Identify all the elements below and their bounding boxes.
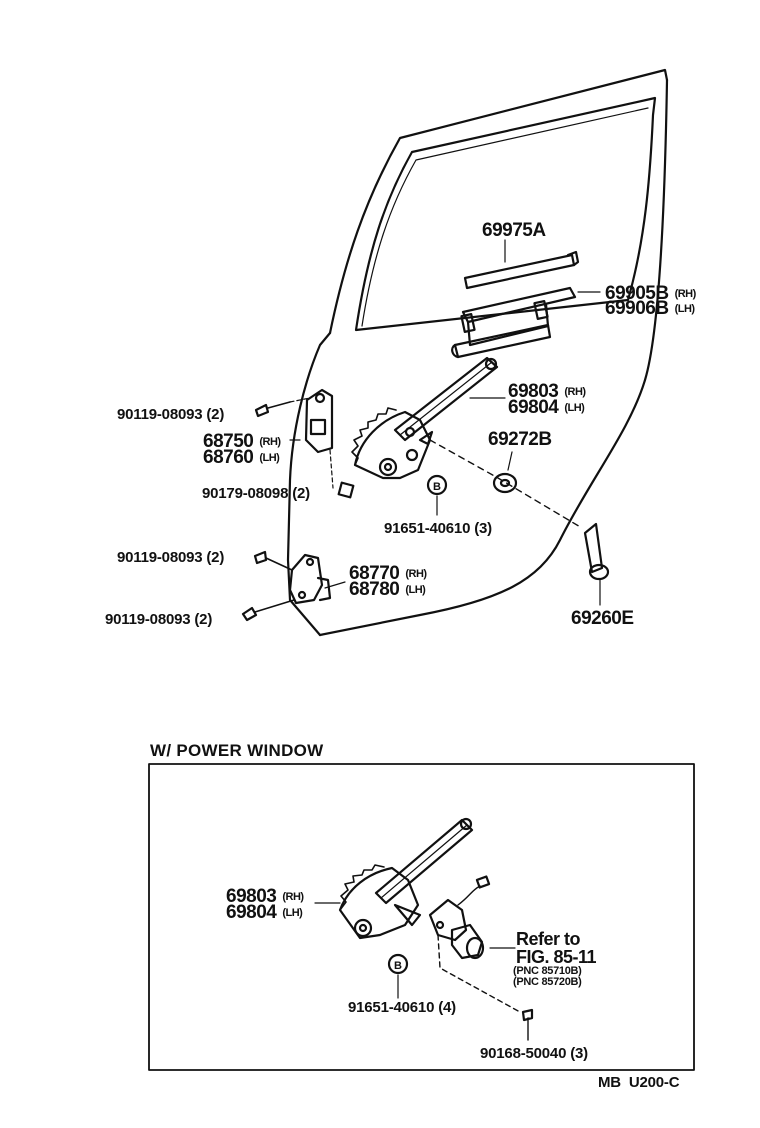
- label-lower-hinge-rh: 68770(RH): [349, 563, 427, 584]
- label-hinge-bolt-upper: 90119-08093(2): [117, 406, 225, 423]
- label-power-regulator-lh: 69804(LH): [226, 902, 303, 923]
- label-handle-plate: 69272B: [488, 429, 552, 450]
- run-channel: [451, 286, 601, 359]
- label-run-channel-lh: 69906B(LH): [605, 298, 695, 319]
- hinge-bolt-upper: [254, 397, 311, 418]
- label-hinge-nut: 90179-08098(2): [202, 485, 310, 502]
- power-window-motor: [428, 875, 516, 960]
- hinge-bolt-mid: [253, 550, 293, 571]
- section-title: W/ POWER WINDOW: [150, 741, 324, 760]
- window-regulator-manual: [351, 356, 506, 480]
- label-power-regulator-rh: 69803(RH): [226, 886, 304, 907]
- power-regulator-bolt-marker: [387, 953, 409, 999]
- hinge-nut: [329, 449, 355, 499]
- footer-code: MB U200-C: [598, 1074, 680, 1091]
- label-regulator-bolt: 91651-40610(3): [384, 520, 492, 537]
- label-pnc-1: (PNC 85710B): [513, 965, 582, 977]
- label-lower-hinge-lh: 68780(LH): [349, 579, 426, 600]
- handle-plate: [492, 451, 518, 494]
- label-hinge-bolt-lower: 90119-08093(2): [105, 611, 213, 628]
- regulator-bolt-marker: [426, 474, 448, 516]
- door-outline: [286, 68, 669, 637]
- label-regulator-lh: 69804(LH): [508, 397, 585, 418]
- lower-hinge: [288, 553, 346, 605]
- b-marker-upper: B: [433, 481, 441, 493]
- hinge-bolt-lower: [241, 599, 295, 622]
- label-power-regulator-bolt: 91651-40610(4): [348, 999, 456, 1016]
- label-upper-hinge-rh: 68750(RH): [203, 431, 281, 452]
- label-pnc-2: (PNC 85720B): [513, 976, 582, 988]
- label-run-channel-rh: 69905B(RH): [605, 283, 696, 304]
- label-division-bar: 69975A: [482, 220, 546, 241]
- label-refer-to: Refer to: [516, 929, 581, 949]
- label-regulator-rh: 69803(RH): [508, 381, 586, 402]
- b-marker-lower: B: [394, 960, 402, 972]
- label-regulator-handle: 69260E: [571, 608, 634, 629]
- label-upper-hinge-lh: 68760(LH): [203, 447, 280, 468]
- label-fig-ref: FIG. 85-11: [516, 947, 597, 967]
- label-motor-screw: 90168-50040(3): [480, 1045, 588, 1062]
- window-regulator-power: [314, 817, 474, 940]
- regulator-handle: [583, 522, 610, 606]
- motor-screw: [437, 934, 534, 1041]
- division-bar: [463, 239, 580, 290]
- upper-hinge: [289, 388, 334, 454]
- power-window-frame: [148, 763, 695, 1071]
- label-hinge-bolt-mid: 90119-08093(2): [117, 549, 225, 566]
